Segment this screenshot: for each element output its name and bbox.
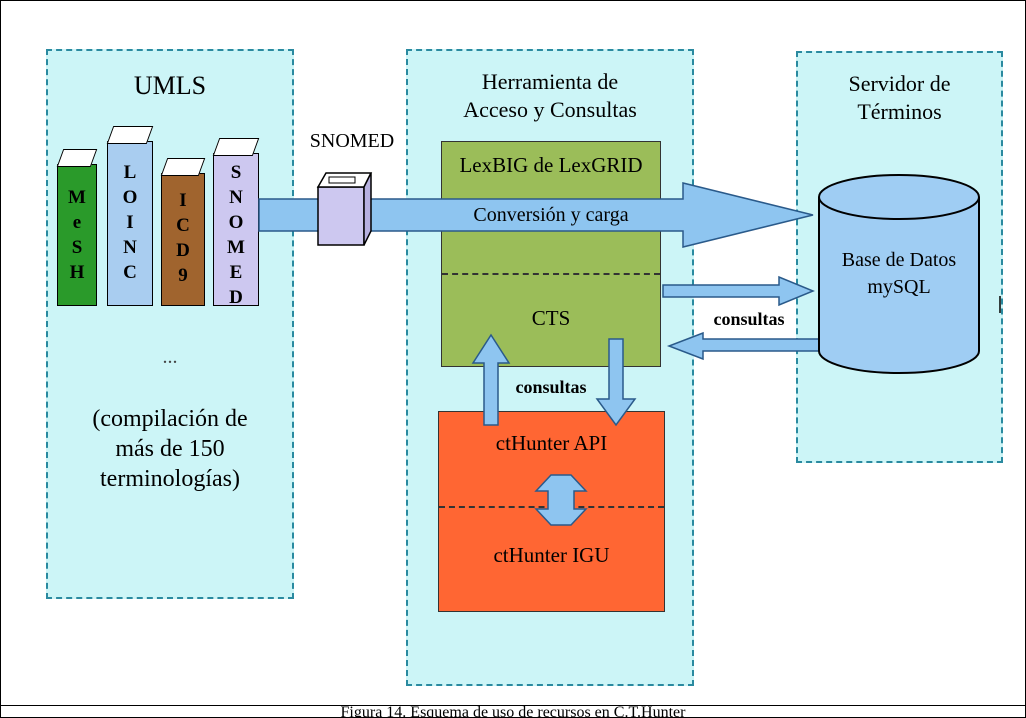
figure-caption: Figura 14. Esquema de uso de recursos en… bbox=[340, 704, 686, 718]
cts-to-api-arrow bbox=[595, 338, 637, 427]
umls-note-line2: más de 150 bbox=[115, 436, 225, 462]
tool-title-line1: Herramienta de bbox=[481, 69, 619, 94]
db-label-line2: mySQL bbox=[867, 276, 931, 298]
umls-title: UMLS bbox=[133, 71, 207, 100]
umls-ellipsis: ... bbox=[162, 346, 178, 368]
api-igu-double-arrow bbox=[534, 474, 588, 526]
server-title-line2: Términos bbox=[857, 99, 942, 124]
umls-note-line3: terminologías) bbox=[100, 466, 240, 492]
database-icon bbox=[818, 174, 980, 374]
book-label-mesh: M e S H bbox=[68, 187, 86, 283]
book-label-snomed: S N O M E D bbox=[227, 162, 245, 308]
api-label: ctHunter API bbox=[495, 431, 608, 455]
snomed-cube-icon bbox=[316, 172, 373, 246]
lexbig-box bbox=[441, 141, 661, 367]
db-to-cts-arrow bbox=[666, 331, 820, 361]
book-snomed: S N O M E D bbox=[212, 138, 260, 308]
api-to-cts-arrow bbox=[471, 333, 511, 426]
caption-separator bbox=[1, 705, 1025, 706]
book-icd9: I C D 9 bbox=[160, 158, 206, 306]
consultas-label: consultas bbox=[713, 309, 785, 329]
book-loinc: L O I N C bbox=[106, 126, 154, 306]
umls-note-line1: (compilación de bbox=[92, 406, 248, 432]
book-label-loinc: L O I N C bbox=[122, 162, 138, 283]
snomed-label: SNOMED bbox=[309, 130, 395, 152]
cts-to-db-arrow bbox=[662, 275, 815, 307]
conversion-label: Conversión y carga bbox=[473, 204, 629, 226]
lexbig-label: LexBIG de LexGRID bbox=[459, 153, 643, 177]
lexbig-cts-divider bbox=[442, 273, 660, 275]
server-title-line1: Servidor de bbox=[848, 71, 951, 96]
cts-label: CTS bbox=[531, 306, 571, 330]
igu-label: ctHunter IGU bbox=[493, 543, 610, 567]
consultas-vertical-label: consultas bbox=[515, 377, 587, 397]
db-label-line1: Base de Datos bbox=[841, 249, 957, 271]
book-label-icd9: I C D 9 bbox=[176, 190, 190, 286]
book-mesh: M e S H bbox=[56, 149, 98, 306]
tool-title-line2: Acceso y Consultas bbox=[463, 97, 637, 122]
